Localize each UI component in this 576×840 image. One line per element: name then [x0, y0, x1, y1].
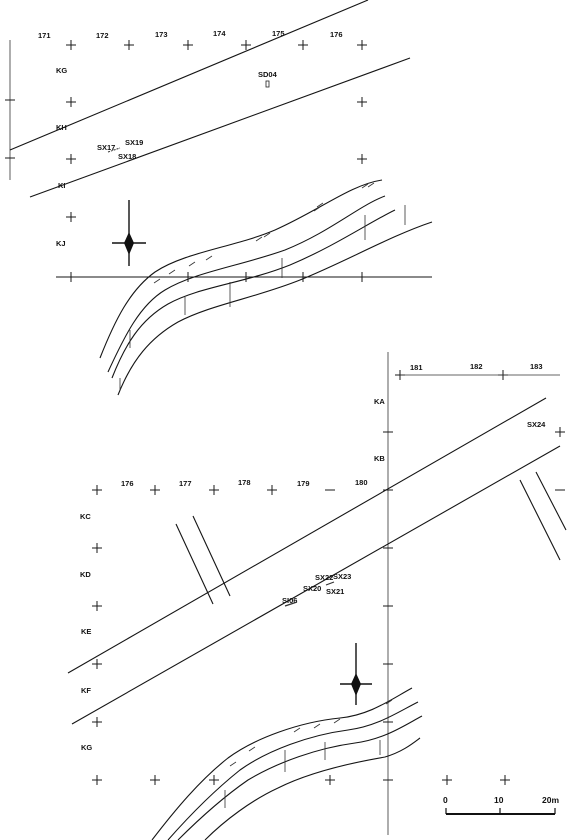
river-channel — [151, 687, 423, 840]
scale-bar: 0 10 20m — [443, 795, 559, 815]
feature-mark — [284, 581, 335, 607]
lower-col-label: 177 — [179, 479, 192, 488]
side-road-line — [192, 515, 231, 597]
lower-row-label: KG — [81, 743, 92, 752]
lower-row-label: KC — [80, 512, 91, 521]
feature-label: SX19 — [125, 138, 143, 147]
lower-col-label: 179 — [297, 479, 310, 488]
feature-label: SX18 — [118, 152, 136, 161]
upper-plan: 171 172 173 174 175 176 KG KH KI KJ SD04… — [5, 0, 433, 396]
feature-label: SD04 — [258, 70, 278, 79]
north-arrow-icon — [340, 643, 372, 705]
lower-row-label: KF — [81, 686, 91, 695]
feature-label: SX22 — [315, 573, 333, 582]
road-edge-line — [67, 397, 547, 674]
lower-col-label: 176 — [121, 479, 134, 488]
upper-col-label: 175 — [272, 29, 285, 38]
feature-label: SX21 — [326, 587, 344, 596]
upper-col-label: 171 — [38, 31, 51, 40]
feature-mark — [107, 147, 121, 153]
side-road-line — [175, 523, 214, 605]
north-arrow-icon — [112, 200, 146, 266]
lower-row-label: KB — [374, 454, 385, 463]
baseline-ticks — [70, 272, 363, 282]
lower-plan: 181 182 183 KA KB 176 177 178 179 180 KC… — [67, 352, 567, 840]
road-edge-line — [71, 445, 561, 725]
scale-bar-label: 20m — [542, 795, 559, 805]
upper-col-label: 174 — [213, 29, 226, 38]
upper-col-label: 176 — [330, 30, 343, 39]
lower-col-label: 182 — [470, 362, 483, 371]
lower-col-label: 183 — [530, 362, 543, 371]
lower-grid-crosses — [92, 427, 565, 785]
feature-label: SX24 — [527, 420, 546, 429]
scale-bar-label: 0 — [443, 795, 448, 805]
lower-col-label: 181 — [410, 363, 423, 372]
scale-bar-label: 10 — [494, 795, 504, 805]
lower-row-label: KE — [81, 627, 91, 636]
road-edge-line — [9, 0, 369, 151]
lower-col-label: 180 — [355, 478, 368, 487]
river-channel — [99, 179, 433, 396]
upper-row-label: KG — [56, 66, 67, 75]
upper-row-label: KJ — [56, 239, 66, 248]
lower-col-label: 178 — [238, 478, 251, 487]
side-road-line — [535, 471, 567, 531]
side-road-line — [519, 479, 561, 561]
feature-label: SX23 — [333, 572, 351, 581]
feature-mark — [265, 80, 270, 88]
upper-grid-crosses — [5, 40, 367, 222]
feature-label: SX20 — [303, 584, 321, 593]
upper-col-label: 172 — [96, 31, 109, 40]
lower-row-label: KA — [374, 397, 385, 406]
feature-label: SX17 — [97, 143, 115, 152]
upper-col-label: 173 — [155, 30, 168, 39]
feature-label: SI06 — [282, 596, 297, 605]
lower-row-label: KD — [80, 570, 91, 579]
road-edge-line — [29, 57, 411, 198]
upper-row-label: KH — [56, 123, 67, 132]
